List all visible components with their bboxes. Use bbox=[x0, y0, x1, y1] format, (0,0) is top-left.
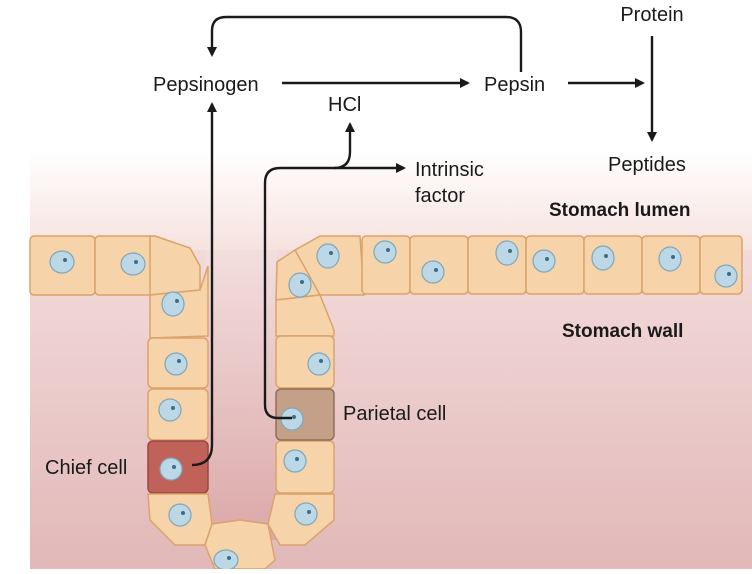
label-pepsinogen: Pepsinogen bbox=[153, 74, 259, 96]
label-parietal-cell: Parietal cell bbox=[343, 403, 446, 425]
arrows bbox=[191, 15, 657, 467]
chief-cell bbox=[147, 440, 209, 494]
stomach-lumen-region bbox=[30, 150, 752, 250]
label-factor: factor bbox=[415, 185, 465, 207]
label-intrinsic: Intrinsic bbox=[415, 159, 484, 181]
label-protein: Protein bbox=[620, 4, 683, 26]
surface-epithelium-right bbox=[293, 235, 743, 296]
label-pepsin: Pepsin bbox=[484, 74, 545, 96]
arrow-pepsin-feedback bbox=[207, 15, 523, 72]
label-stomach-wall: Stomach wall bbox=[562, 321, 683, 342]
gland-right-column bbox=[275, 249, 335, 494]
parietal-cell bbox=[275, 388, 335, 441]
gland-bottom bbox=[147, 493, 335, 571]
label-stomach-lumen: Stomach lumen bbox=[549, 200, 690, 221]
arrow-parietal-cell-secretion bbox=[263, 166, 334, 420]
surface-epithelium-left bbox=[29, 235, 201, 296]
arrow-chief-cell-to-pepsinogen bbox=[191, 102, 217, 467]
gland-left-column bbox=[147, 265, 209, 441]
label-chief-cell: Chief cell bbox=[45, 457, 127, 479]
label-hcl: HCl bbox=[328, 94, 361, 116]
label-peptides: Peptides bbox=[608, 154, 686, 176]
